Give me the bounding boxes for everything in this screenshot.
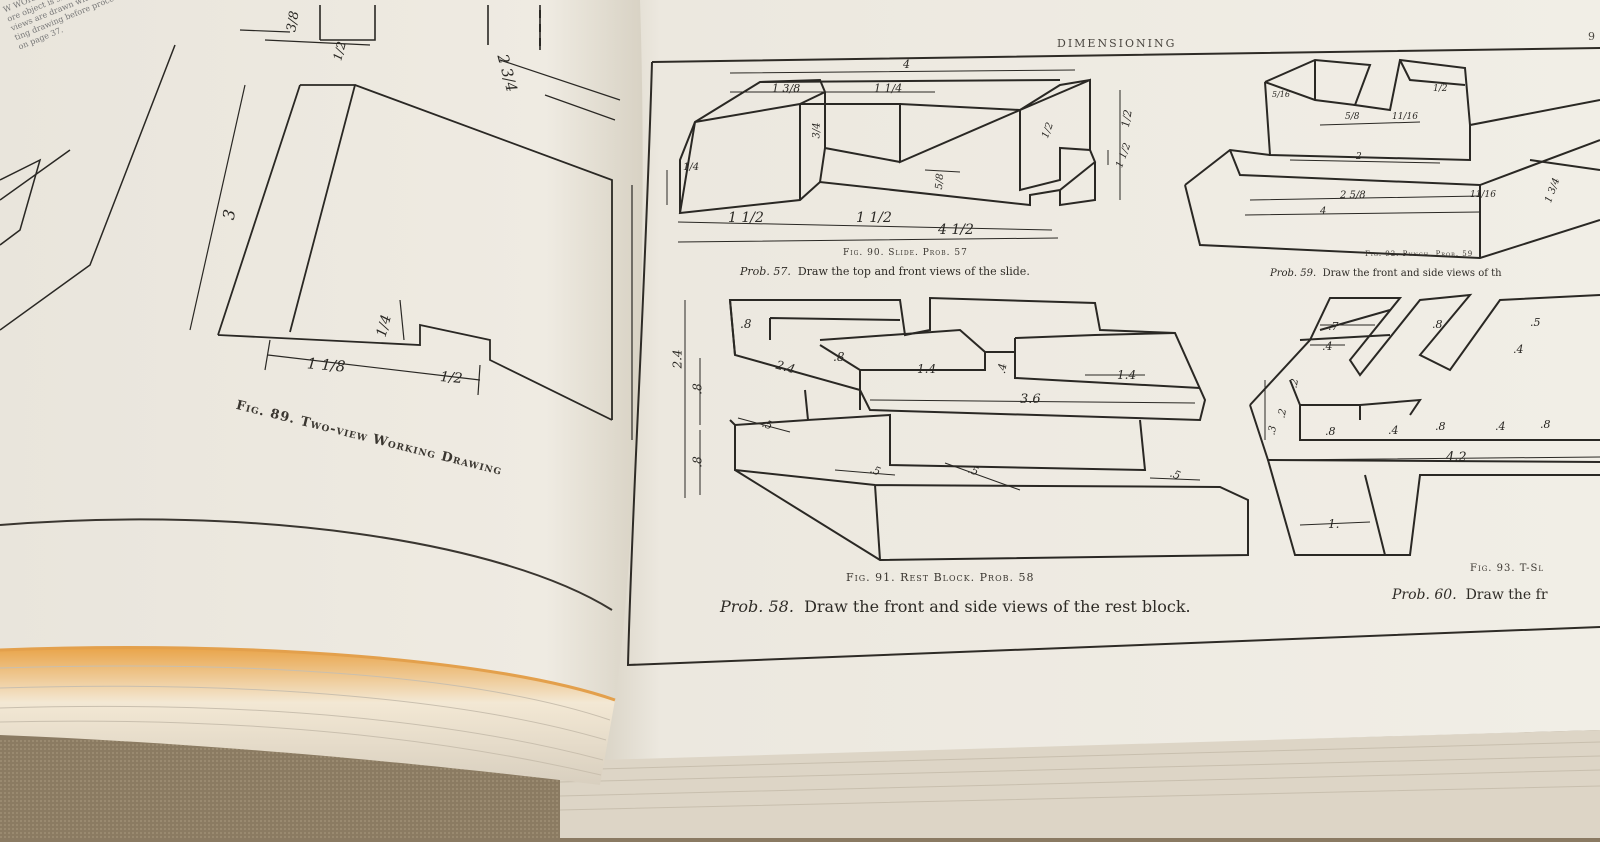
fig93-dim: .7 xyxy=(1328,320,1339,333)
fig93-dim: .8 xyxy=(1432,318,1443,331)
fig90-dim-lines xyxy=(666,69,1121,243)
fig92-caption: Fig. 92. Punch. Prob. 59 xyxy=(1365,250,1474,258)
fig93-dim: .4 xyxy=(1495,420,1506,433)
fig93-dim: .8 xyxy=(1435,420,1446,433)
fig92-dim: 5/8 xyxy=(1345,112,1360,122)
fig93-dim: .2 xyxy=(1288,377,1302,390)
fig90-dim: 4 xyxy=(903,58,910,71)
fig92-drawing xyxy=(1184,58,1600,260)
fig93-dim: .8 xyxy=(1325,425,1336,438)
fig92-dim: 1/2 xyxy=(1433,84,1448,94)
fig93-dim: .4 xyxy=(1322,340,1333,353)
fig91-caption: Fig. 91. Rest Block. Prob. 58 xyxy=(846,571,1035,584)
fig92-dim-lines xyxy=(1244,121,1481,216)
fig90-dim: 5/8 xyxy=(933,173,947,190)
fig92-dim: 5/16 xyxy=(1272,90,1290,99)
right-page-block-edge xyxy=(560,730,1600,838)
prob57: Prob. 57. Draw the top and front views o… xyxy=(740,265,1030,278)
prob58: Prob. 58. Draw the front and side views … xyxy=(720,597,1191,616)
fig92-dim: 4 xyxy=(1320,206,1327,217)
fig93-dim: .2 xyxy=(1276,407,1290,420)
prob59-label: Prob. 59. xyxy=(1270,268,1317,279)
fig89-dim: 1/2 xyxy=(439,369,464,387)
prob60-text: Draw the fr xyxy=(1465,587,1548,603)
right-page xyxy=(600,0,1600,760)
fig90-dim: 1 3/8 xyxy=(772,82,801,95)
fig91-dim: .8 xyxy=(740,317,752,331)
fig90-dim: 4 1/2 xyxy=(938,222,974,238)
fig90-dim: 3/4 xyxy=(811,122,823,139)
prob57-text: Draw the top and front views of the slid… xyxy=(797,265,1030,278)
fig92-dim: 2 xyxy=(1356,152,1362,162)
prob60-label: Prob. 60. xyxy=(1392,587,1457,603)
fig90-caption: Fig. 90. Slide. Prob. 57 xyxy=(843,248,968,258)
right-page-border xyxy=(626,47,1600,667)
fig90-drawing xyxy=(678,78,1097,215)
page-number: 9 xyxy=(1588,30,1597,43)
prob58-text: Draw the front and side views of the res… xyxy=(804,597,1191,616)
fig91-dim: 1.4 xyxy=(917,362,937,376)
prob59-text: Draw the front and side views of th xyxy=(1322,268,1502,279)
fig93-dim: 1. xyxy=(1328,517,1340,531)
fig91-drawing xyxy=(728,296,1249,562)
fig90-dim: 1 1/4 xyxy=(874,82,903,95)
left-page xyxy=(0,0,643,700)
fig92-dim: 11/16 xyxy=(1392,112,1418,122)
page-header: DIMENSIONING xyxy=(1057,37,1177,50)
fig93-dim: .4 xyxy=(1513,343,1524,356)
fig93-caption: Fig. 93. T-Sl xyxy=(1470,563,1544,574)
prob57-label: Prob. 57. xyxy=(740,265,791,278)
prob58-label: Prob. 58. xyxy=(720,597,794,616)
prob60: Prob. 60. Draw the fr xyxy=(1392,587,1548,603)
left-page-curl xyxy=(0,647,615,785)
fig91-dim: .4 xyxy=(994,362,1010,375)
fig93-drawing xyxy=(1249,293,1600,556)
fig90-dim: 1 1/2 xyxy=(728,210,764,226)
fig91-dim: 3.6 xyxy=(1020,392,1041,407)
fig93-dim: .4 xyxy=(1388,424,1399,437)
fig92-dim: 11/16 xyxy=(1470,190,1496,200)
fig91-dim: 1.4 xyxy=(1117,368,1137,382)
fig91-dim: .8 xyxy=(690,383,705,395)
prob59: Prob. 59. Draw the front and side views … xyxy=(1270,268,1502,279)
fig91-dim: .8 xyxy=(690,456,705,468)
fig93-dim: .8 xyxy=(1540,418,1551,431)
fig93-dim-lines xyxy=(1264,324,1600,526)
fig93-dim: 4.2 xyxy=(1446,450,1467,465)
fig91-dim: .8 xyxy=(833,350,845,364)
left-page-rule xyxy=(0,518,613,611)
fig90-dim: 1 1/2 xyxy=(856,210,892,226)
fig90-dim: 1/4 xyxy=(683,162,700,173)
fig91-dim-lines xyxy=(684,300,1201,498)
fig89-drawing xyxy=(0,5,633,440)
fig93-dim: .5 xyxy=(1530,316,1541,329)
fig89-dim: 1 1/8 xyxy=(306,354,347,376)
fig93-dim: .3 xyxy=(1266,424,1280,437)
fig91-dim: 2.4 xyxy=(670,349,685,369)
fig92-dim: 2 5/8 xyxy=(1340,190,1366,201)
